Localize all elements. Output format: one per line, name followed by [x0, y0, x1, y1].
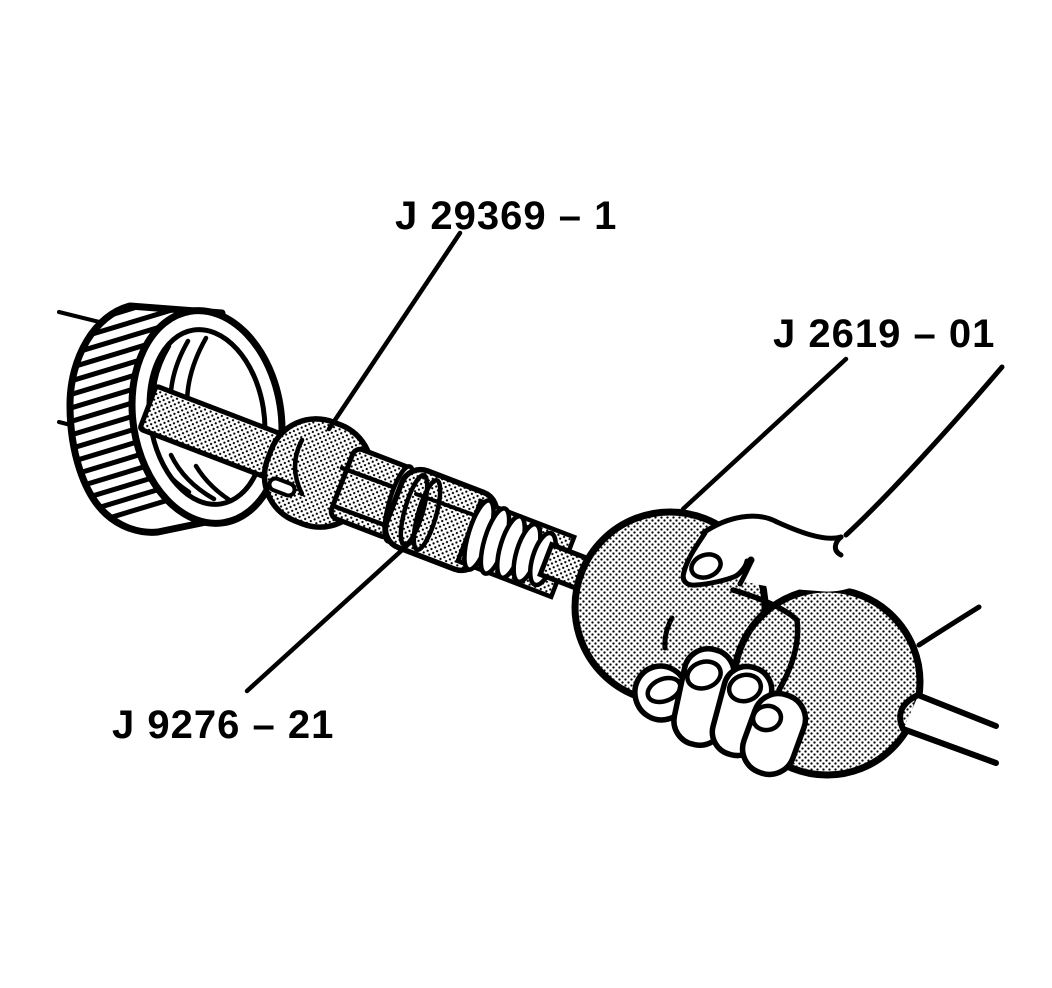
- sketch-line: [916, 604, 982, 648]
- collar-notch: [267, 476, 297, 498]
- thumb-nail: [689, 552, 723, 580]
- leader-line-j2619: [680, 356, 849, 512]
- hand-hook: [832, 534, 844, 558]
- wrist-line: [843, 364, 1005, 538]
- exit-shaft: [897, 692, 999, 766]
- hand-outline: [700, 513, 844, 541]
- hand: [632, 364, 1013, 778]
- finger-3-nail: [726, 672, 764, 704]
- finger-4: [739, 690, 809, 778]
- thumb: [680, 530, 755, 588]
- leader-line-j9276: [244, 538, 415, 694]
- label-j29369-1: J 29369 – 1: [395, 194, 617, 238]
- label-j2619-01: J 2619 – 01: [773, 312, 995, 356]
- label-j9276-21: J 9276 – 21: [112, 703, 334, 747]
- leader-line-j29369: [326, 230, 463, 432]
- hand-back-fill: [705, 367, 1013, 592]
- finger-2-nail: [685, 659, 723, 691]
- thumb-fill: [683, 534, 747, 586]
- finger-4-nail: [750, 703, 784, 733]
